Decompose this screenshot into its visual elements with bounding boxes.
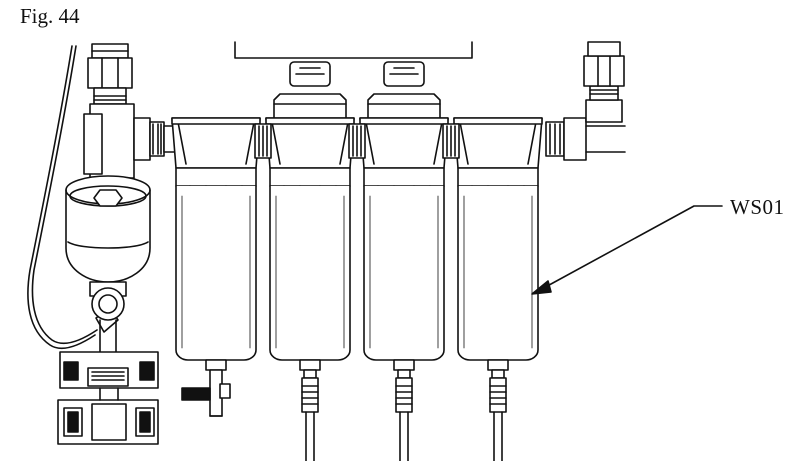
drain-connector — [489, 377, 507, 413]
filter-collar — [269, 167, 351, 187]
filter-housing-1 — [171, 117, 261, 417]
drain-connector-ribs — [301, 385, 319, 405]
drain-hose — [399, 411, 409, 461]
filter-cap-grip — [295, 67, 325, 75]
filter-bowl-edge — [275, 195, 345, 349]
filter-cup-rib — [177, 121, 255, 165]
connector-ribs — [352, 125, 362, 157]
drain-fitting — [397, 369, 411, 379]
drain-connector-ribs — [395, 385, 413, 405]
filter-drain-nut — [393, 359, 415, 371]
filter-bowl — [269, 185, 351, 361]
drain-connector-ribs — [489, 385, 507, 405]
drain-valve-stem — [219, 383, 231, 399]
filter-top-housing — [367, 93, 441, 119]
filter-drain-nut — [205, 359, 227, 371]
drain-fitting — [303, 369, 317, 379]
callout-ws01: WS01 — [730, 195, 785, 219]
figure-label: Fig. 44 — [20, 4, 80, 28]
filter-bowl-edge — [463, 195, 533, 349]
filter-bowl — [363, 185, 445, 361]
filter-cup-rib — [271, 121, 349, 165]
drain-hose — [493, 411, 503, 461]
filter-cup-rib — [459, 121, 537, 165]
filter-bowl-edge — [181, 195, 251, 349]
filter-cup-rib — [365, 121, 443, 165]
filter-drain-nut — [487, 359, 509, 371]
filter-collar — [175, 167, 257, 187]
connector-ribs — [258, 125, 268, 157]
filter-bowl — [175, 185, 257, 361]
inlet-tube-inner — [31, 45, 98, 345]
left-base-clamp — [57, 351, 159, 445]
left-riser — [83, 43, 135, 179]
left-inlet-fitting — [133, 117, 177, 161]
filter-connectors — [254, 123, 460, 159]
filter-collar — [457, 167, 539, 187]
filter-bowl-edge — [369, 195, 439, 349]
filter-housing-4 — [453, 117, 543, 461]
filter-cup-lip — [171, 117, 261, 125]
pre-filter-bowl — [65, 175, 151, 353]
filter-cup-lip — [265, 117, 355, 125]
filter-bowl — [457, 185, 539, 361]
filter-housing-2 — [265, 61, 355, 461]
inlet-tube-outer — [27, 45, 96, 350]
drain-connector — [395, 377, 413, 413]
filter-cup-lip — [453, 117, 543, 125]
connector-ribs — [446, 125, 456, 157]
drain-hose — [305, 411, 315, 461]
drain-valve-handle — [181, 387, 211, 401]
filter-housing-3 — [359, 61, 449, 461]
filter-cap-grip — [389, 67, 419, 75]
filter-housings — [171, 61, 543, 461]
filter-collar — [363, 167, 445, 187]
filter-top-housing — [273, 93, 347, 119]
ws01-leader-arrow — [531, 205, 723, 295]
drain-connector — [301, 377, 319, 413]
filter-cup-lip — [359, 117, 449, 125]
right-outlet-fitting — [545, 41, 626, 161]
mounting-plate — [234, 41, 473, 59]
filter-drain-nut — [299, 359, 321, 371]
drain-fitting — [491, 369, 505, 379]
